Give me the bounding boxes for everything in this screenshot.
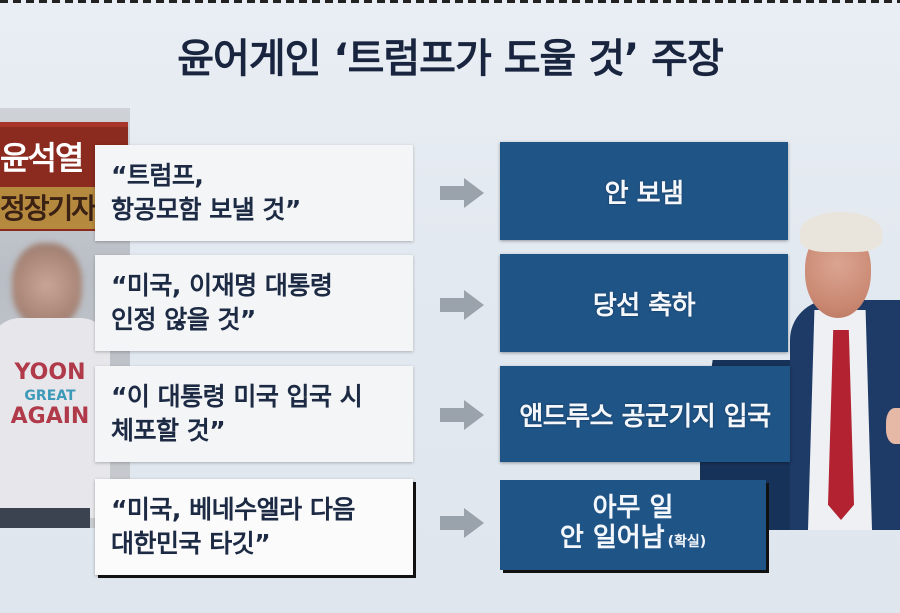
shirt-text-line1: YOON bbox=[14, 360, 86, 385]
shirt-text-line2: GREAT bbox=[24, 388, 76, 404]
arrow-right-icon bbox=[440, 400, 484, 430]
outcome-box-3: 앤드루스 공군기지 입국 bbox=[500, 366, 790, 462]
arrow-right-icon bbox=[440, 508, 484, 538]
claim-quote-2: “미국, 이재명 대통령 인정 않을 것” bbox=[95, 255, 413, 351]
claim-quote-text: “미국, 베네수엘라 다음 대한민국 타깃” bbox=[111, 495, 355, 558]
claim-quote-1: “트럼프, 항공모함 보낼 것” bbox=[95, 145, 413, 241]
outcome-text: 아무 일 안 일어남(확실) bbox=[560, 493, 706, 557]
arrow-right-icon bbox=[440, 178, 484, 208]
person-pants bbox=[0, 508, 90, 528]
outcome-text: 앤드루스 공군기지 입국 bbox=[519, 401, 771, 432]
arrow-right-icon bbox=[440, 290, 484, 320]
claim-quote-text: “미국, 이재명 대통령 인정 않을 것” bbox=[111, 271, 333, 334]
trump-photo bbox=[700, 190, 900, 530]
outcome-text-line2: 안 일어남 bbox=[559, 523, 665, 553]
outcome-note: (확실) bbox=[667, 534, 707, 550]
banner-text-line1: 윤석열 bbox=[0, 139, 84, 177]
top-dashed-border bbox=[0, 0, 900, 3]
claim-quote-4: “미국, 베네수엘라 다음 대한민국 타깃” bbox=[95, 479, 413, 575]
outcome-box-2: 당선 축하 bbox=[500, 254, 788, 352]
headline-title: 윤어게인 ‘트럼프가 도울 것’ 주장 bbox=[177, 36, 724, 82]
outcome-text: 당선 축하 bbox=[592, 290, 696, 321]
hand bbox=[886, 408, 900, 444]
outcome-text-line1: 아무 일 bbox=[592, 493, 674, 523]
blurred-face bbox=[12, 243, 82, 328]
outcome-box-1: 안 보냄 bbox=[500, 142, 788, 240]
hair bbox=[800, 212, 882, 252]
person-shirt bbox=[0, 318, 110, 518]
claim-quote-3: “이 대통령 미국 입국 시 체포할 것” bbox=[95, 366, 413, 462]
outcome-text: 안 보냄 bbox=[604, 178, 684, 209]
shirt-text-line3: AGAIN bbox=[10, 404, 90, 429]
claim-quote-text: “이 대통령 미국 입국 시 체포할 것” bbox=[111, 382, 363, 445]
outcome-box-4: 아무 일 안 일어남(확실) bbox=[500, 480, 766, 570]
claim-quote-text: “트럼프, 항공모함 보낼 것” bbox=[111, 161, 301, 224]
red-tie bbox=[828, 330, 854, 520]
